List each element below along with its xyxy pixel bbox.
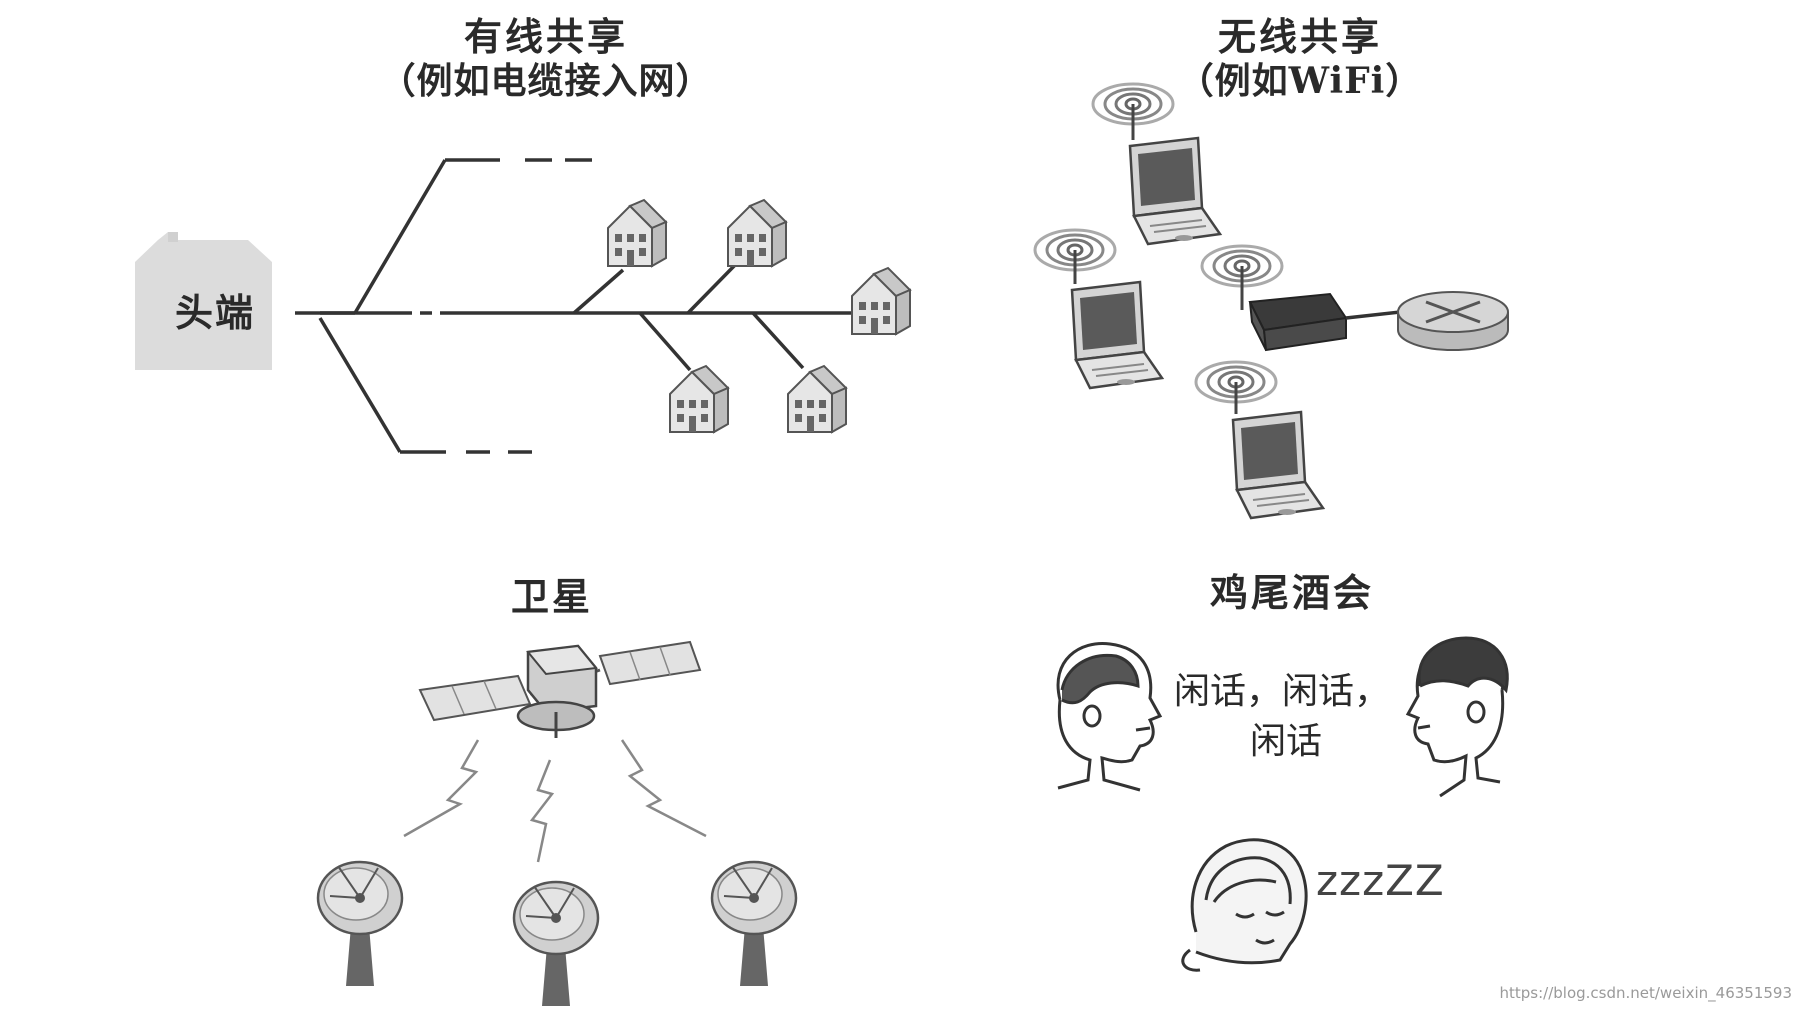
house-icon [669, 365, 729, 433]
router-icon [1397, 291, 1509, 351]
cable-network [295, 158, 855, 454]
headend-building [135, 232, 272, 370]
modem-router-link [1345, 310, 1401, 320]
dish-antenna-icon [316, 860, 404, 988]
gossip-text-line2: 闲话 [1249, 721, 1323, 762]
lightning-icon [403, 739, 707, 863]
house-icon [607, 199, 667, 267]
gossip-text-line1: 闲话，闲话， [1173, 671, 1391, 712]
modem-icon [1248, 292, 1348, 352]
person-icon [1405, 636, 1509, 798]
laptop-icon [1128, 136, 1222, 246]
wired-subtitle: （例如电缆接入网） [379, 60, 713, 102]
wireless-title: 无线共享 [1217, 14, 1383, 59]
wired-title: 有线共享 [463, 14, 629, 59]
laptop-icon [1070, 280, 1164, 390]
sleeping-person-icon [1181, 838, 1308, 972]
snore-text: zzzZZ [1316, 856, 1445, 905]
house-icon [727, 199, 787, 267]
house-icon [787, 365, 847, 433]
person-icon [1056, 642, 1163, 792]
watermark: https://blog.csdn.net/weixin_46351593 [1499, 984, 1792, 1002]
house-icon [851, 267, 911, 335]
satellite-icon [418, 640, 702, 738]
headend-label: 头端 [175, 290, 256, 335]
dish-antenna-icon [512, 880, 600, 1008]
laptop-icon [1231, 410, 1325, 520]
cocktail-title: 鸡尾酒会 [1209, 570, 1375, 615]
wireless-subtitle: （例如WiFi） [1177, 60, 1423, 102]
dish-antenna-icon [710, 860, 798, 988]
cable-gap [412, 308, 440, 318]
satellite-title: 卫星 [510, 574, 594, 619]
